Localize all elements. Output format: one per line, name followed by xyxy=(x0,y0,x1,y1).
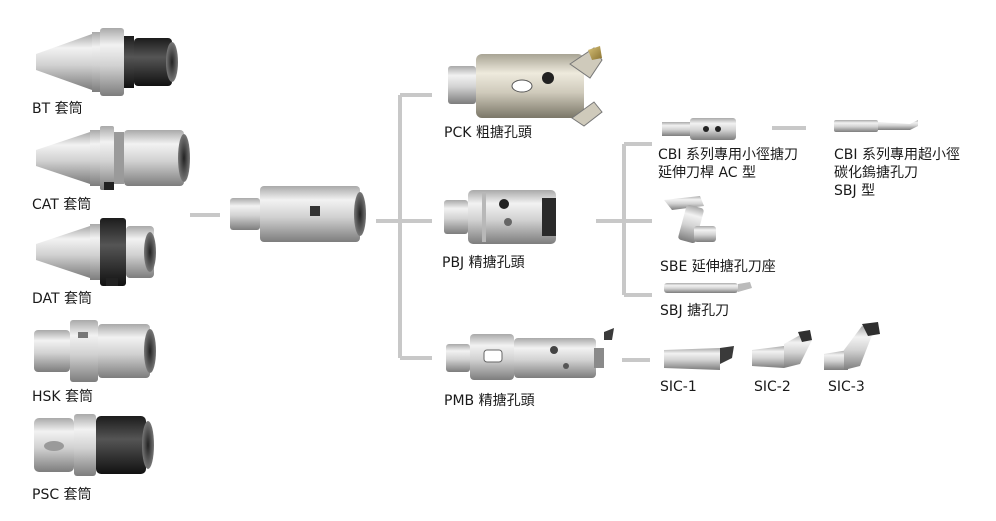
pbj-head-image xyxy=(444,190,556,244)
cat-holder-label: CAT 套筒 xyxy=(32,197,92,213)
pmb-head-label: PMB 精搪孔頭 xyxy=(444,393,535,409)
hsk-holder-label: HSK 套筒 xyxy=(32,389,94,405)
sic-1-insert-image xyxy=(664,346,734,370)
pbj-head-label: PBJ 精搪孔頭 xyxy=(442,255,525,271)
pck-head-image xyxy=(448,46,603,127)
bt-holder-image xyxy=(36,28,178,96)
cbi-ac-label: CBI 系列專用小徑搪刀 延伸刀桿 AC 型 xyxy=(658,146,818,182)
sic-2-insert-image xyxy=(752,330,812,368)
dat-holder-image xyxy=(36,218,156,286)
sic-3-insert-image xyxy=(824,322,880,370)
extension-adapter-image xyxy=(230,186,366,242)
bt-holder-label: BT 套筒 xyxy=(32,101,83,117)
sbj-label: SBJ 搪孔刀 xyxy=(660,303,730,319)
cbi-sbj-label-line1: CBI 系列專用超小徑 xyxy=(834,147,960,163)
cbi-sbj-label: CBI 系列專用超小徑 碳化鎢搪孔刀 SBJ 型 xyxy=(834,146,984,200)
cbi-sbj-label-line2: 碳化鎢搪孔刀 xyxy=(834,165,918,181)
cat-holder-image xyxy=(36,126,190,190)
pck-head-label: PCK 粗搪孔頭 xyxy=(444,125,532,141)
sic-1-label: SIC-1 xyxy=(660,379,697,395)
cbi-ac-label-line1: CBI 系列專用小徑搪刀 xyxy=(658,147,798,163)
psc-holder-label: PSC 套筒 xyxy=(32,487,92,503)
sic-3-label: SIC-3 xyxy=(828,379,865,395)
sic-2-label: SIC-2 xyxy=(754,379,791,395)
dat-holder-label: DAT 套筒 xyxy=(32,291,93,307)
psc-holder-image xyxy=(34,414,154,476)
cbi-sbj-label-line3: SBJ 型 xyxy=(834,183,876,199)
sbj-boring-tool-image xyxy=(664,282,752,293)
hsk-holder-image xyxy=(34,320,156,382)
sbe-extension-holder-image xyxy=(664,196,716,244)
pmb-head-image xyxy=(446,328,614,380)
sbe-label: SBE 延伸搪孔刀座 xyxy=(660,259,776,275)
cbi-ac-label-line2: 延伸刀桿 AC 型 xyxy=(658,165,757,181)
cbi-sbj-tool-image xyxy=(834,120,918,132)
cbi-ac-extension-bar-image xyxy=(662,118,736,140)
